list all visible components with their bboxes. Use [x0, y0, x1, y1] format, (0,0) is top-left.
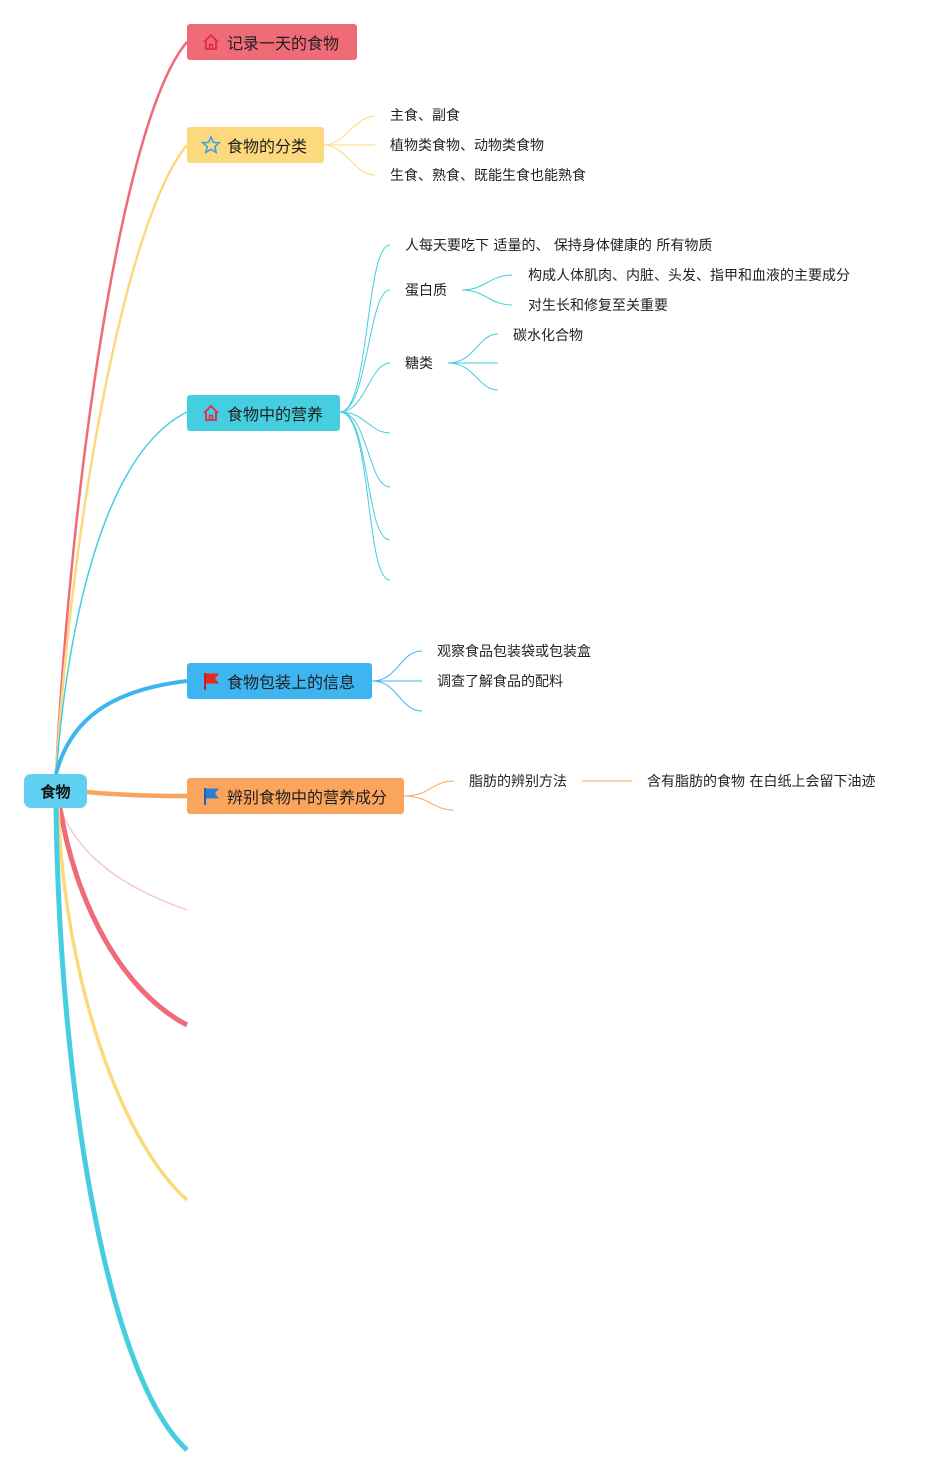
leaf-item[interactable]: 含有脂肪的食物 在白纸上会留下油迹: [647, 774, 876, 790]
branch-node-food-classification[interactable]: 食物的分类: [187, 127, 324, 163]
star-icon: [201, 135, 221, 155]
link-root-empty-1: [59, 807, 188, 911]
leaf-item[interactable]: 植物类食物、动物类食物: [390, 138, 544, 154]
branch-label: 食物包装上的信息: [227, 673, 356, 692]
leaf-item[interactable]: 调查了解食品的配料: [437, 674, 563, 690]
root-node[interactable]: 食物: [24, 774, 87, 808]
leaf-item[interactable]: 主食、副食: [390, 108, 460, 124]
link-root-branch-1: [54, 41, 188, 775]
red-flag-icon: [201, 671, 221, 691]
branch-label: 食物的分类: [227, 137, 308, 156]
leaf-item[interactable]: 构成人体肌肉、内脏、头发、指甲和血液的主要成分: [528, 268, 850, 284]
home-icon: [201, 32, 221, 52]
leaf-item[interactable]: 对生长和修复至关重要: [528, 298, 668, 314]
leaf-item-sugar[interactable]: 糖类: [405, 356, 433, 372]
leaf-item-fat-method[interactable]: 脂肪的辨别方法: [469, 774, 567, 790]
home-icon: [201, 403, 221, 423]
branch-node-package-info[interactable]: 食物包装上的信息: [187, 663, 372, 699]
branch-node-nutrition[interactable]: 食物中的营养: [187, 395, 340, 431]
leaf-item[interactable]: 人每天要吃下 适量的、 保持身体健康的 所有物质: [405, 238, 713, 254]
link-root-empty-4: [53, 807, 189, 1452]
branch-node-identify-nutrients[interactable]: 辨别食物中的营养成分: [187, 778, 404, 814]
link-root-branch-5: [85, 789, 188, 799]
link-root-empty-3: [56, 807, 189, 1202]
link-root-branch-3: [55, 411, 188, 775]
leaf-item[interactable]: 生食、熟食、既能生食也能熟食: [390, 168, 586, 184]
branch-node-record-food[interactable]: 记录一天的食物: [187, 24, 357, 60]
leaf-item[interactable]: 观察食品包装袋或包装盒: [437, 644, 591, 660]
branch-label: 食物中的营养: [227, 405, 324, 424]
leaf-item-protein[interactable]: 蛋白质: [405, 283, 447, 299]
link-root-branch-2: [54, 144, 188, 775]
branch-label: 辨别食物中的营养成分: [227, 788, 388, 807]
link-root-empty-2: [57, 807, 189, 1028]
blue-flag-icon: [201, 786, 221, 806]
link-root-branch-4: [54, 679, 188, 775]
leaf-item[interactable]: 碳水化合物: [513, 328, 583, 344]
branch-label: 记录一天的食物: [227, 34, 340, 53]
root-label: 食物: [40, 782, 71, 801]
